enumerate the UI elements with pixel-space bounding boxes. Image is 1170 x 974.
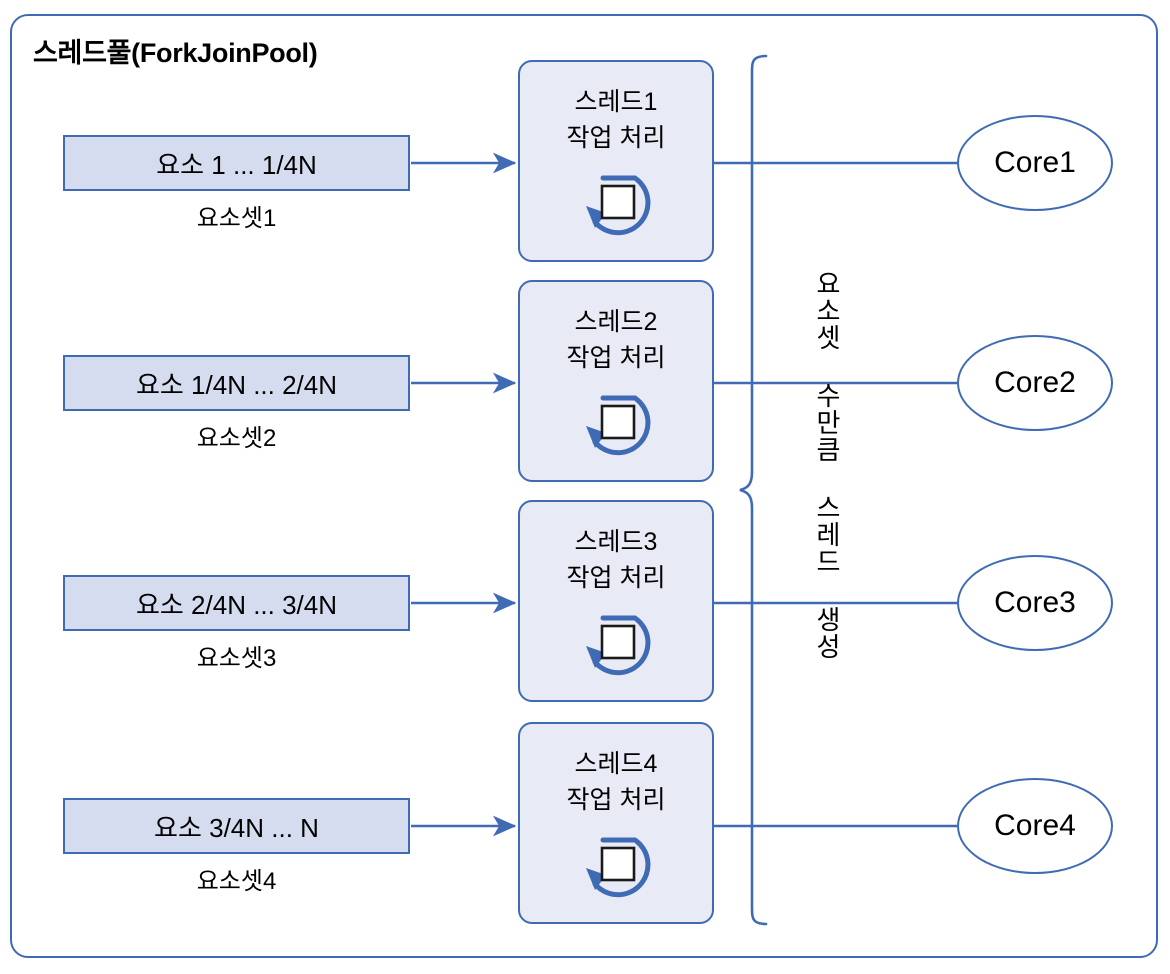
thread-name-1: 스레드1 <box>574 88 658 116</box>
thread-creation-note: 요소셋 수만큼 스레드 생성 <box>812 270 842 660</box>
core-node-1[interactable]: Core1 <box>957 115 1113 211</box>
thread-action-1: 작업 처리 <box>566 124 666 152</box>
thread-action-4: 작업 처리 <box>566 786 666 814</box>
thread-name-2: 스레드2 <box>574 308 658 336</box>
thread-box-4[interactable]: 스레드4 작업 처리 <box>518 722 714 924</box>
thread-name-3: 스레드3 <box>574 528 658 556</box>
thread-pool-frame <box>10 14 1158 958</box>
core-label-1: Core1 <box>994 146 1076 179</box>
element-set-box-2[interactable]: 요소 1/4N ... 2/4N <box>63 355 410 411</box>
core-node-4[interactable]: Core4 <box>957 778 1113 874</box>
element-set-range-3: 요소 2/4N ... 3/4N <box>135 589 338 620</box>
thread-box-1[interactable]: 스레드1 작업 처리 <box>518 60 714 262</box>
core-label-3: Core3 <box>994 586 1076 619</box>
loop-arrow-icon <box>586 837 651 898</box>
element-set-box-3[interactable]: 요소 2/4N ... 3/4N <box>63 575 410 631</box>
thread-name-4: 스레드4 <box>574 750 658 778</box>
loop-arrow-icon <box>586 175 651 236</box>
page-title: 스레드풀(ForkJoinPool) <box>33 38 318 68</box>
element-set-caption-1: 요소셋1 <box>196 205 277 232</box>
thread-box-2[interactable]: 스레드2 작업 처리 <box>518 280 714 482</box>
thread-action-3: 작업 처리 <box>566 564 666 592</box>
element-set-box-1[interactable]: 요소 1 ... 1/4N <box>63 135 410 191</box>
core-label-4: Core4 <box>994 809 1076 842</box>
loop-arrow-icon <box>586 615 651 676</box>
element-set-range-2: 요소 1/4N ... 2/4N <box>135 369 338 400</box>
thread-box-3[interactable]: 스레드3 작업 처리 <box>518 500 714 702</box>
core-node-3[interactable]: Core3 <box>957 555 1113 651</box>
element-set-range-1: 요소 1 ... 1/4N <box>156 149 317 180</box>
element-set-range-4: 요소 3/4N ... N <box>154 812 319 843</box>
core-label-2: Core2 <box>994 366 1076 399</box>
core-node-2[interactable]: Core2 <box>957 335 1113 431</box>
element-set-caption-2: 요소셋2 <box>196 425 277 452</box>
element-set-box-4[interactable]: 요소 3/4N ... N <box>63 798 410 854</box>
thread-action-2: 작업 처리 <box>566 344 666 372</box>
element-set-caption-4: 요소셋4 <box>196 868 277 895</box>
element-set-caption-3: 요소셋3 <box>196 645 277 672</box>
loop-arrow-icon <box>586 395 651 456</box>
